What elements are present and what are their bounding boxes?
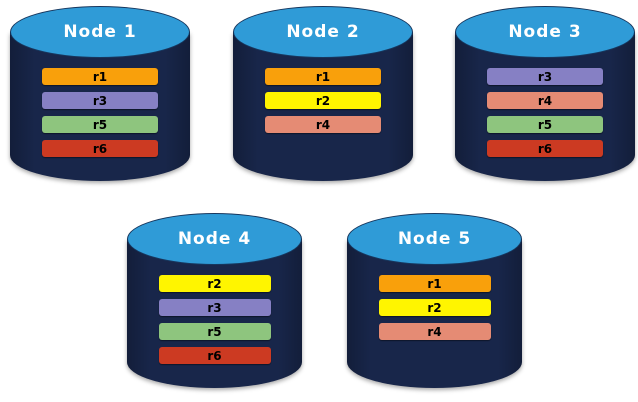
replica-bar-r5[interactable]: r5: [42, 116, 158, 133]
replica-bar-r4[interactable]: r4: [265, 116, 381, 133]
replica-bar-r3[interactable]: r3: [158, 299, 271, 316]
cylinder-top-ellipse: [347, 213, 522, 265]
replica-bar-r1[interactable]: r1: [378, 275, 491, 292]
replica-list: r1 r2 r4: [265, 68, 381, 133]
replica-bar-r3[interactable]: r3: [487, 68, 603, 85]
cylinder-top-ellipse: [455, 6, 635, 58]
replica-bar-r1[interactable]: r1: [42, 68, 158, 85]
replica-list: r3 r4 r5 r6: [487, 68, 603, 157]
replica-bar-r2[interactable]: r2: [378, 299, 491, 316]
replica-list: r2 r3 r5 r6: [158, 275, 271, 364]
replica-bar-r3[interactable]: r3: [42, 92, 158, 109]
cylinder-top-ellipse: [10, 6, 190, 58]
replica-list: r1 r3 r5 r6: [42, 68, 158, 157]
replica-list: r1 r2 r4: [378, 275, 491, 340]
replica-bar-r6[interactable]: r6: [487, 140, 603, 157]
replica-bar-r5[interactable]: r5: [158, 323, 271, 340]
cylinder-top-ellipse: [233, 6, 413, 58]
replica-bar-r2[interactable]: r2: [158, 275, 271, 292]
replica-bar-r5[interactable]: r5: [487, 116, 603, 133]
cylinder-top-ellipse: [127, 213, 302, 265]
replica-bar-r6[interactable]: r6: [158, 347, 271, 364]
replica-bar-r2[interactable]: r2: [265, 92, 381, 109]
replica-bar-r1[interactable]: r1: [265, 68, 381, 85]
replica-bar-r6[interactable]: r6: [42, 140, 158, 157]
replica-bar-r4[interactable]: r4: [487, 92, 603, 109]
replica-bar-r4[interactable]: r4: [378, 323, 491, 340]
